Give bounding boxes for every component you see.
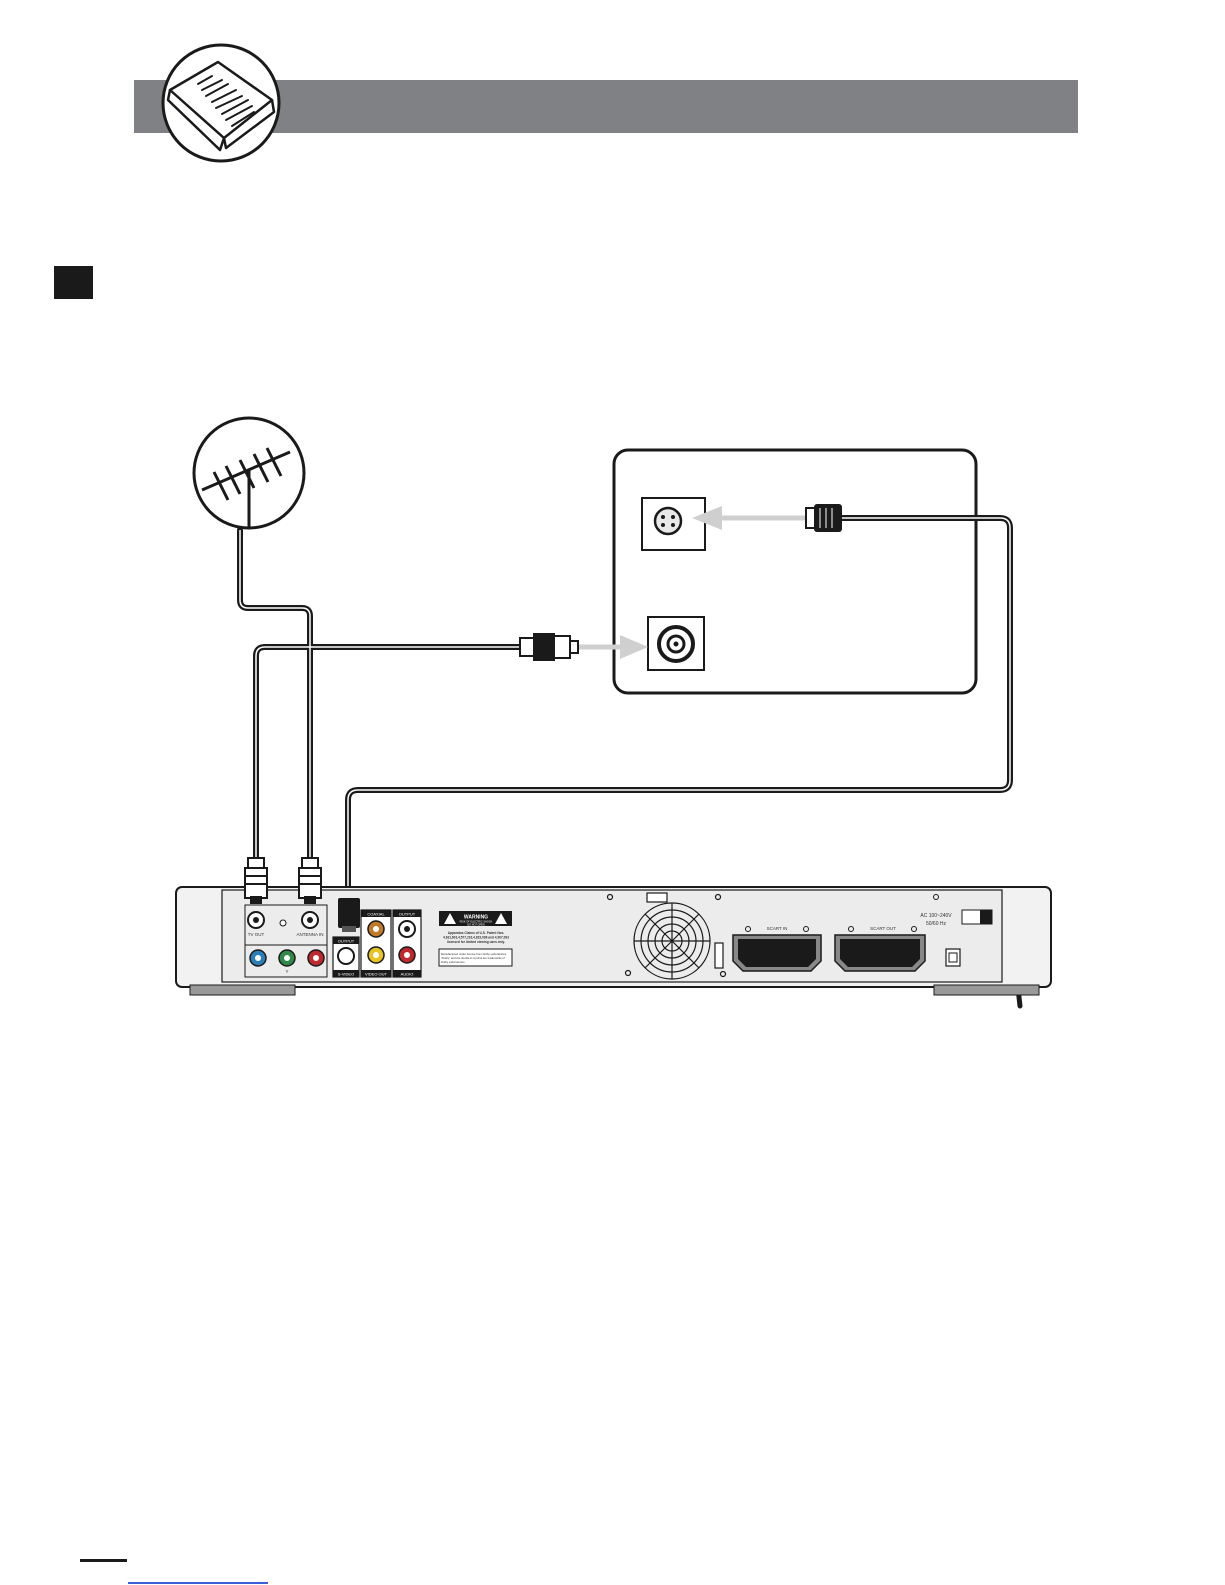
- component-y-label: Y: [285, 969, 288, 974]
- scart-out-label: SCART OUT: [870, 926, 896, 931]
- scart-in-connector: SCART IN: [732, 926, 822, 972]
- ac-voltage-label: AC 100~240V: [920, 913, 952, 919]
- open-book-icon: [161, 43, 281, 163]
- scart-out-connector: SCART OUT: [834, 926, 926, 972]
- rf-cable: [253, 644, 523, 861]
- antenna-cable: [237, 527, 313, 861]
- antenna-in-label: ANTENNA IN: [296, 932, 323, 937]
- s-video-plug-dvd: [338, 898, 360, 932]
- patent-line-2: 4,631,603,4,577,216,4,819,098 and 4,907,…: [443, 936, 509, 940]
- notice-line-1: Manufactured under license from Dolby La…: [441, 952, 507, 956]
- warning-label: WARNING RISK OF ELECTRIC SHOCK DO NOT OP…: [438, 911, 513, 967]
- s-video-label: S-VIDEO: [338, 972, 354, 977]
- patent-line-3: licensed for limited viewing uses only.: [447, 940, 505, 944]
- audio-label: AUDIO: [401, 972, 414, 977]
- s-video-plug-tv: [805, 504, 842, 532]
- rf-jack-section: TV OUT ANTENNA IN: [244, 904, 328, 946]
- coaxial-label: COAXIAL: [367, 912, 385, 917]
- tv-out-label: TV OUT: [248, 932, 265, 937]
- warning-sub1: RISK OF ELECTRIC SHOCK: [460, 921, 493, 924]
- arrow-s-video: [692, 506, 806, 530]
- antenna-icon: [192, 416, 306, 530]
- component-video-jacks: Y: [244, 944, 328, 978]
- tv-s-video-jack: [641, 497, 706, 551]
- rf-plug-tv-out: [244, 857, 268, 904]
- output-top-label: OUTPUT: [399, 912, 416, 917]
- notice-line-3: Dolby Laboratories.: [441, 960, 465, 964]
- rf-plug-tv: [519, 633, 579, 661]
- ac-power-section: AC 100~240V 50/60 Hz: [920, 894, 993, 967]
- page-number-rule: [80, 1559, 127, 1562]
- section-marker: [54, 266, 93, 299]
- tv-antenna-jack: [647, 616, 705, 671]
- footer-link-underline: [128, 1582, 268, 1584]
- rf-plug-antenna-in: [298, 857, 322, 904]
- ac-frequency-label: 50/60 Hz: [926, 921, 947, 927]
- header-bar: [134, 80, 1078, 133]
- patent-line-1: Apparatus Claims of U.S. Patent Nos.: [448, 931, 505, 935]
- notice-line-2: "Dolby" and the double-D symbol are trad…: [441, 956, 505, 960]
- warning-title: WARNING: [464, 915, 488, 921]
- output-left-label: OUTPUT: [338, 939, 355, 944]
- arrow-rf: [578, 635, 648, 659]
- av-output-section: OUTPUT S-VIDEO COAXIAL VIDEO OUT OUTPUT …: [332, 909, 422, 978]
- video-out-label: VIDEO OUT: [365, 972, 388, 977]
- scart-in-label: SCART IN: [767, 926, 788, 931]
- warning-sub2: DO NOT OPEN: [467, 924, 485, 927]
- fan-vent-icon: [606, 892, 727, 980]
